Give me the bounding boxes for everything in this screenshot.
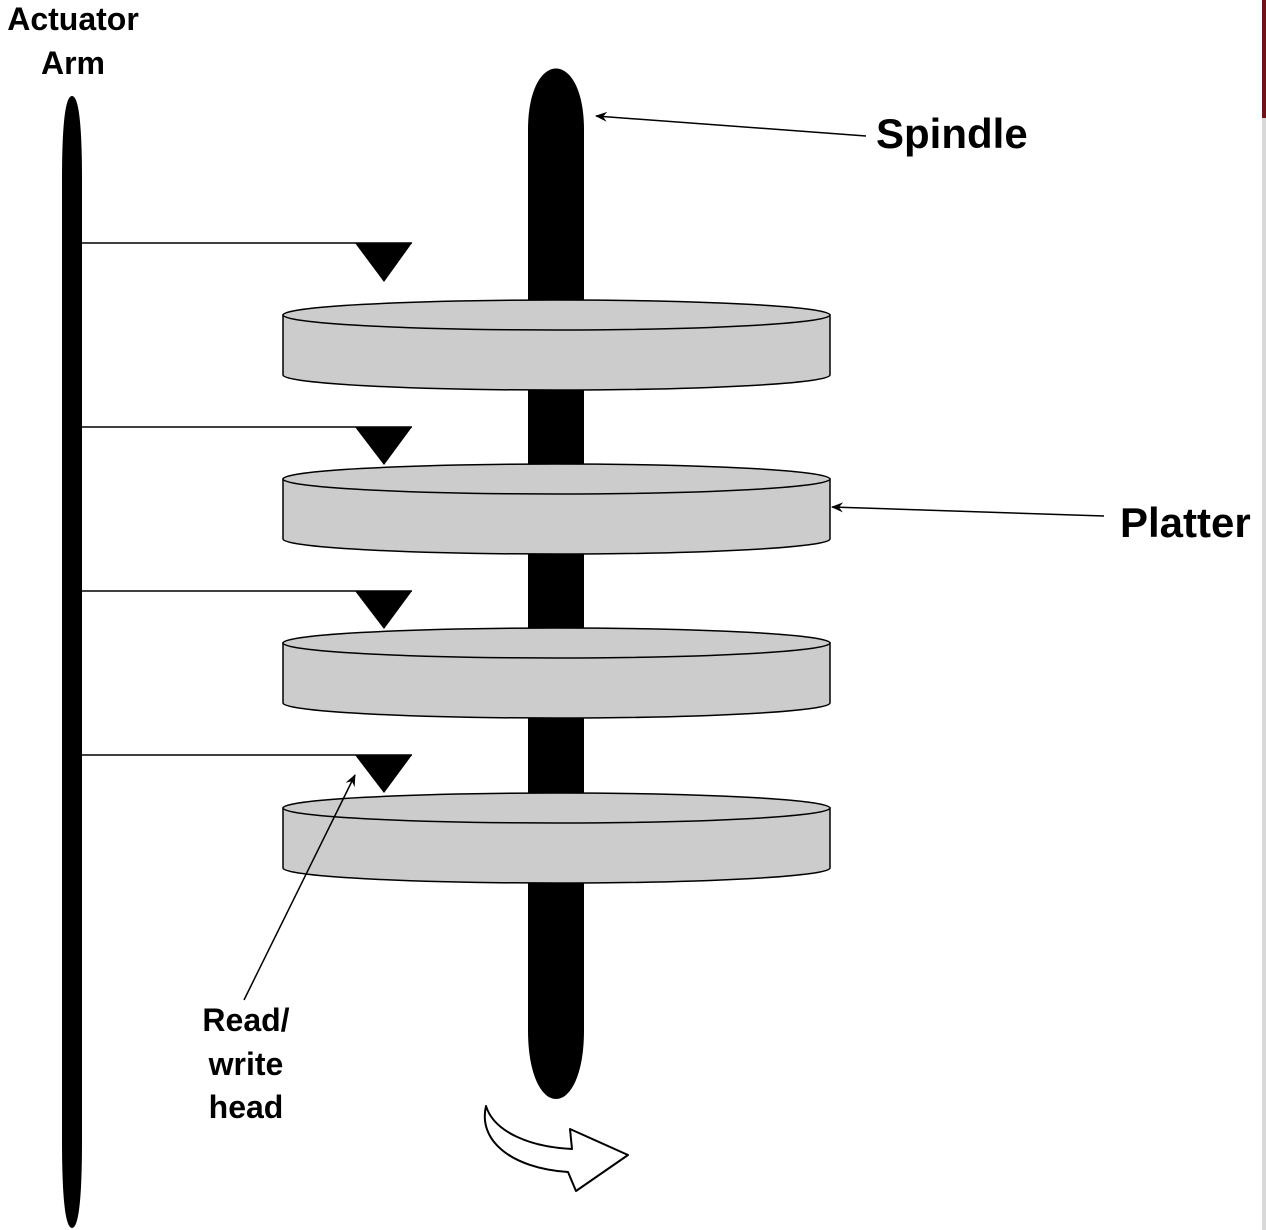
- spindle-label: Spindle: [876, 110, 1028, 157]
- platter-pointer-arrow: [831, 502, 1105, 517]
- actuator-arm-label-line2: Arm: [41, 45, 105, 81]
- read-write-head: [355, 755, 412, 793]
- head-assembly-4: [82, 754, 412, 793]
- platter-4: [282, 792, 831, 884]
- platter-label: Platter: [1120, 499, 1251, 546]
- spindle: [528, 68, 584, 1099]
- head-assembly-1: [82, 242, 412, 282]
- head-assembly-2: [82, 426, 412, 465]
- head-pointer-arrow: [243, 774, 356, 1001]
- platter-3: [282, 627, 831, 719]
- read-write-head: [355, 591, 412, 629]
- read-write-head: [355, 427, 412, 465]
- read-write-head-label-line2: write: [208, 1046, 284, 1082]
- actuator-arm-label-line1: Actuator: [7, 1, 139, 37]
- window-edge: [1262, 0, 1266, 1230]
- window-edge-marker: [1262, 0, 1266, 118]
- read-write-head-label-line1: Read/: [202, 1002, 289, 1038]
- curved-arrow-icon: [483, 1105, 629, 1192]
- read-write-head-label-line3: head: [209, 1089, 284, 1125]
- head-assembly-3: [82, 590, 412, 629]
- actuator-arm: [62, 96, 82, 1228]
- read-write-head: [355, 243, 412, 282]
- platter-1: [282, 299, 831, 391]
- spindle-pointer-arrow: [595, 111, 867, 137]
- platter-2: [282, 463, 831, 555]
